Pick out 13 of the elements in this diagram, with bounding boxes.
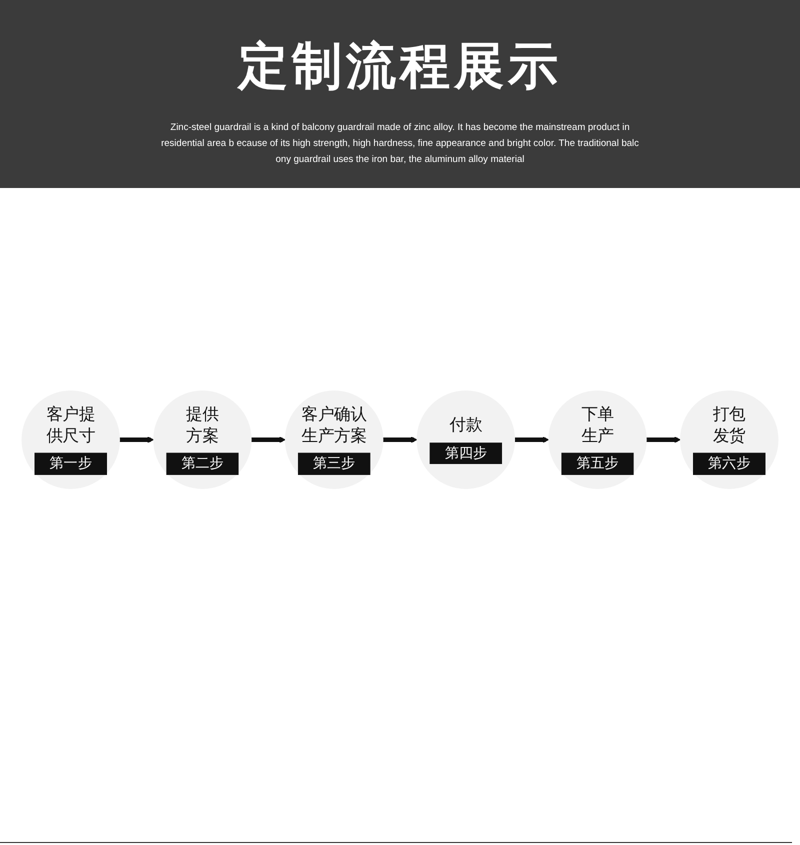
arrow bbox=[382, 436, 418, 444]
page-title: 定制流程展示 bbox=[238, 36, 562, 96]
arrow bbox=[120, 436, 154, 444]
arrow bbox=[646, 436, 681, 444]
intro-text: Zinc-steel guardrail is a kind of balcony guardrail made of zinc alloy. It has become the mainstream product in residential area b ecause of its high strength, high hardness, fine appearance and bright color. The traditional balc ony guardrail uses the iron bar, the aluminum alloy material bbox=[160, 121, 640, 167]
arrow bbox=[514, 436, 549, 444]
node-circle: 客户确认生产方案 第三步 bbox=[284, 390, 384, 490]
node-circle: 付款 第四步 bbox=[416, 390, 516, 490]
node-circle: 下单生产 第五步 bbox=[548, 390, 647, 490]
arrow bbox=[251, 436, 286, 444]
node-circle: 客户提供尺寸 第一步 bbox=[22, 390, 120, 490]
node-circle: 提供方案 第二步 bbox=[153, 390, 252, 490]
node-circle: 打包发货 第六步 bbox=[680, 390, 778, 490]
